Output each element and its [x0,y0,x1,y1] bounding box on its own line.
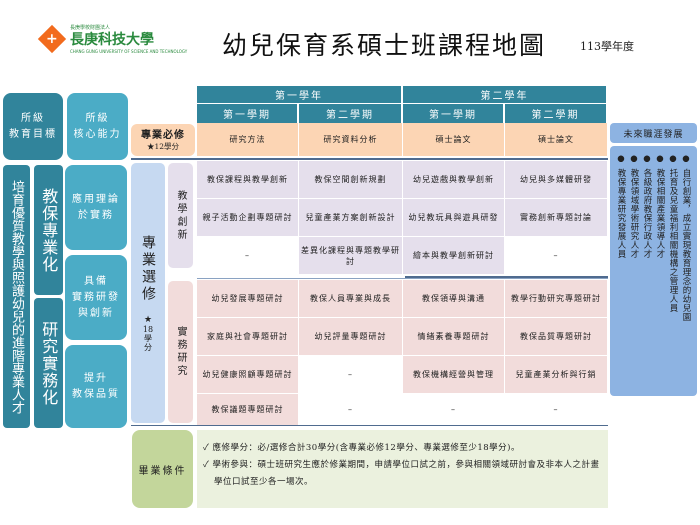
innovation-course-cell: – [197,237,299,275]
innovation-course-cell: 親子活動企劃專題研討 [197,199,299,237]
graduation-item: 學術參與：碩士班研究生應於修業期間，申請學位口試之前，參與相關領域研討會及非本人… [203,457,602,491]
abilities-header: 所級 核心能力 [67,93,128,160]
practice-course-cell: 教保人員專業與成長 [299,280,403,318]
logo-emblem-icon: + [37,24,67,54]
required-label: 專業必修 ★12學分 [131,124,195,156]
innovation-course-cell: 幼兒遊戲與教學創新 [403,161,505,199]
career-item: 各級政府教保行政人才 [642,154,652,388]
innovation-course-cell: 幼兒與多媒體研發 [505,161,608,199]
innovation-course-cell: 教保課程與教學創新 [197,161,299,199]
goal-research-practice: 研究實務化 [34,298,63,428]
practice-course-cell: 教保議題專題研討 [197,394,299,426]
elective-label-text: 專業選修 [140,234,156,303]
practice-course-cell: – [299,394,403,426]
elective-label: 專業選修 ★ 18 學分 [131,163,165,423]
innovation-course-cell: 兒童產業方案創新設計 [299,199,403,237]
required-course-cell: 碩士論文 [505,123,608,157]
year-2-header: 第二學年 [403,86,608,104]
required-course-cell: 研究方法 [197,123,299,157]
innovation-course-cell: 實務創新專題討論 [505,199,608,237]
semester-header: 第一學期 [403,104,505,123]
practice-course-cell: 教保機構經營與管理 [403,356,505,394]
goals-header: 所級 教育目標 [3,93,63,160]
practice-course-cell: 幼兒評量專題研討 [299,318,403,356]
innovation-course-cell: – [505,237,608,275]
career-item: 教保領域學術研究人才 [629,154,639,388]
career-header: 未來職涯發展 [610,123,697,143]
practice-course-cell: 幼兒發展專題研討 [197,280,299,318]
practice-course-cell: 幼兒健康照顧專題研討 [197,356,299,394]
practice-course-cell: 教保品質專題研討 [505,318,608,356]
divider [405,276,608,278]
innovation-course-cell: 教保空間創新規劃 [299,161,403,199]
logo-name: 長庚科技大學 [70,31,154,48]
career-list: 自行創業，成立實現教育理念的幼兒園 托育及兒童福利相關機構之管理人員 教保相關產… [610,146,697,396]
required-credits: ★12學分 [146,141,180,151]
university-logo: + 長庚學校財團法人 長庚科技大學 CHANG GUNG UNIVERSITY … [37,24,187,54]
graduation-requirements: 應修學分：必/選修合計30學分(含專業必修12學分、專業選修至少18學分)。 學… [197,430,608,508]
ability-research-innovation: 具備 實務研發 與創新 [65,255,127,340]
required-course-cell: 碩士論文 [403,123,505,157]
required-label-text: 專業必修 [141,129,185,141]
academic-year: 113學年度 [580,40,634,53]
elective-credits: 18 [142,324,154,334]
career-item: 教保專業研究發展人員 [616,154,626,388]
career-item: 托育及兒童福利相關機構之管理人員 [668,154,678,388]
graduation-item: 應修學分：必/選修合計30學分(含專業必修12學分、專業選修至少18學分)。 [203,440,602,457]
goal-main: 培育優質教學與照護幼兒的進階專業人才 [3,165,30,428]
practice-course-cell: 兒童產業分析與行銷 [505,356,608,394]
semester-header: 第二學期 [299,104,403,123]
divider [197,278,608,279]
career-item: 教保相關產業領導人才 [655,154,665,388]
innovation-course-cell: 幼兒教玩具與遊具研發 [403,199,505,237]
practice-course-cell: – [403,394,505,426]
practice-course-cell: – [505,394,608,426]
practice-course-cell: 教學行動研究專題研討 [505,280,608,318]
semester-header: 第一學期 [197,104,299,123]
ability-quality: 提升 教保品質 [65,345,127,428]
graduation-label: 畢業條件 [132,430,193,508]
ability-theory-practice: 應用理論 於實務 [65,165,127,250]
semester-header: 第二學期 [505,104,608,123]
elective-credits-unit: 學分 [143,333,153,352]
divider [131,425,608,426]
required-course-cell: 研究資料分析 [299,123,403,157]
logo-english: CHANG GUNG UNIVERSITY OF SCIENCE AND TEC… [70,48,188,54]
logo-small-text: 長庚學校財團法人 [70,24,111,31]
practice-label: 實務研究 [168,281,193,423]
practice-course-cell: 情緒素養專題研討 [403,318,505,356]
star-icon: ★ [143,314,153,325]
practice-course-cell: 教保領導與溝通 [403,280,505,318]
practice-course-cell: 家庭與社會專題研討 [197,318,299,356]
year-1-header: 第一學年 [197,86,403,104]
page-title: 幼兒保育系碩士班課程地圖 [222,31,547,60]
goal-professionalization: 教保專業化 [34,165,63,295]
practice-course-cell: – [299,356,403,394]
innovation-course-cell: 差異化課程與專題教學研討 [299,237,403,275]
innovation-label: 教學創新 [168,163,193,268]
innovation-course-cell: 繪本與教學創新研討 [403,237,505,275]
career-item: 自行創業，成立實現教育理念的幼兒園 [681,154,691,388]
divider [131,158,608,160]
